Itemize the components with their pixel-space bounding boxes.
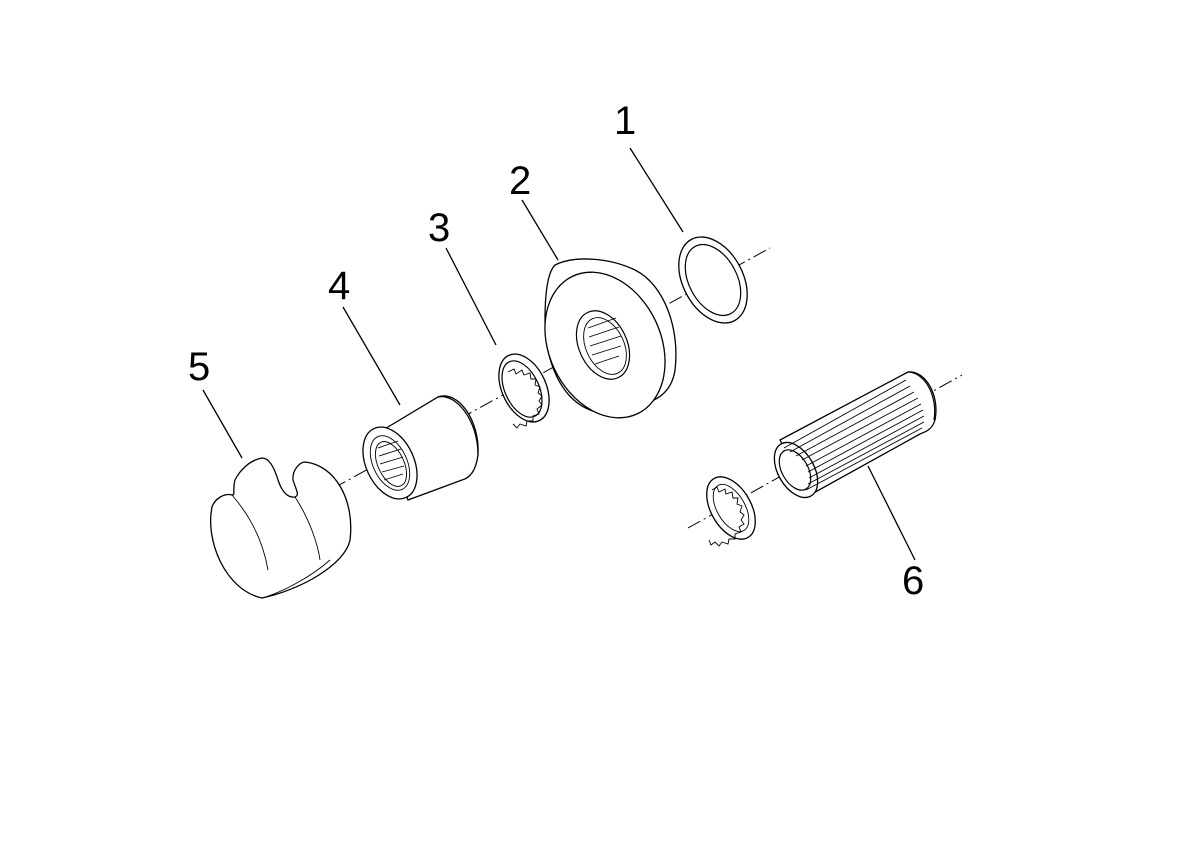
leader-lines xyxy=(202,147,916,561)
part-6-spline-spindle xyxy=(773,371,937,499)
leader-3 xyxy=(445,247,497,346)
label-part-5: 5 xyxy=(188,345,210,389)
leader-1 xyxy=(629,147,684,233)
leader-2 xyxy=(521,199,559,261)
part-labels: 1 2 3 4 5 6 xyxy=(188,99,924,603)
label-part-3: 3 xyxy=(428,206,450,250)
label-part-4: 4 xyxy=(328,264,350,308)
part-5-knob-cap xyxy=(210,457,352,599)
part-3-splined-ring xyxy=(498,353,550,429)
part-6-splined-washer xyxy=(706,476,756,547)
leader-6 xyxy=(867,465,916,561)
leader-4 xyxy=(342,306,401,406)
label-part-2: 2 xyxy=(509,159,531,203)
label-part-6: 6 xyxy=(902,559,924,603)
part-4-threaded-sleeve xyxy=(362,395,479,501)
label-part-1: 1 xyxy=(614,99,636,143)
part-2-rosette xyxy=(544,258,677,419)
leader-5 xyxy=(202,389,243,459)
part-1-seal-ring xyxy=(678,236,748,324)
